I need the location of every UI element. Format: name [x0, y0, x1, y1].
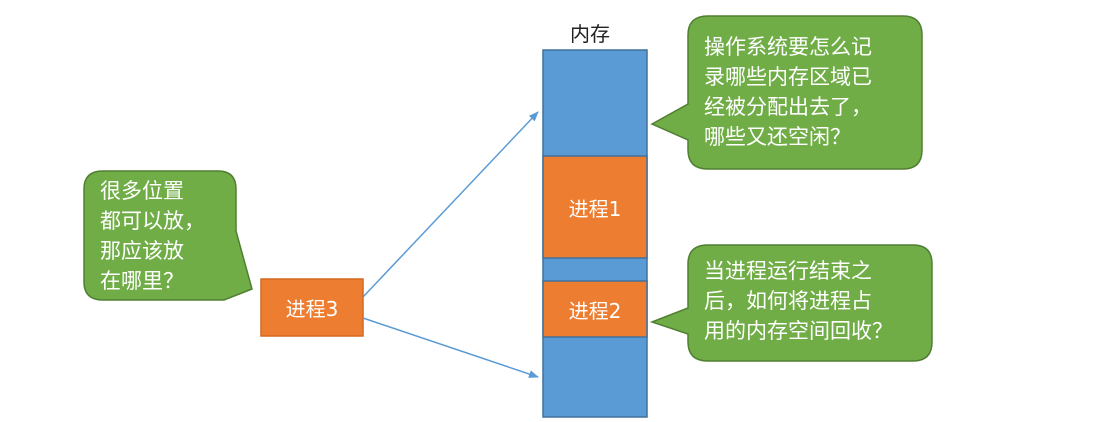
callout-tracking-text: 操作系统要怎么记 录哪些内存区域已 经被分配出去了， 哪些又还空闲？ [704, 35, 872, 149]
process2-block [542, 280, 648, 338]
callout-placement-bubble [83, 170, 253, 301]
process3-block [260, 278, 364, 337]
process3-label: 进程3 [285, 297, 339, 321]
callout-tracking-bubble [650, 15, 923, 170]
arrow-to-top-free [362, 111, 539, 298]
arrow-to-bottom-free [362, 317, 539, 378]
callout-placement-text: 很多位置 都可以放， 那应该放 在哪里？ [100, 179, 205, 293]
process2-label: 进程2 [568, 299, 622, 323]
process1-label: 进程1 [568, 197, 622, 221]
memory-title: 内存 [570, 22, 610, 46]
callout-reclaim-bubble [649, 244, 933, 362]
process1-block [542, 155, 648, 259]
callout-reclaim-text: 当进程运行结束之 后，如何将进程占 用的内存空间回收？ [704, 259, 893, 343]
